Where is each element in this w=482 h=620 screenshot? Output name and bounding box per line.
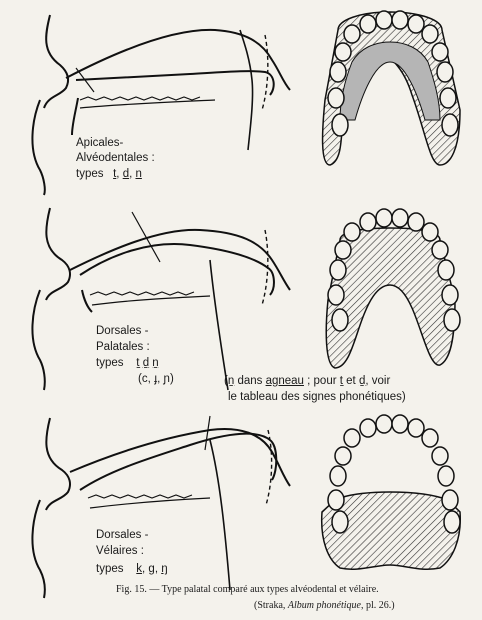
note-text: et <box>343 375 359 387</box>
type-symbol: d <box>123 168 129 180</box>
velaires-subtitle: Vélaires : <box>96 544 144 559</box>
velaires-title: Dorsales - <box>96 528 148 543</box>
palatales-note-line2: le tableau des signes phonétiques) <box>228 390 406 405</box>
note-text: dans <box>234 375 265 387</box>
palatales-title: Dorsales - <box>96 324 148 339</box>
type-symbol: t <box>113 168 116 180</box>
apicales-title: Apicales- <box>76 136 123 151</box>
source-text: , pl. 26.) <box>361 600 395 611</box>
type-symbol: n̠ <box>152 357 158 369</box>
sagittal-profile-apicales <box>32 15 290 195</box>
source-title: Album phonétique <box>288 600 361 611</box>
note-text: , voir <box>365 375 390 387</box>
palatogram-velaires <box>322 415 461 569</box>
apicales-subtitle: Alvéodentales : <box>76 151 155 166</box>
palatogram-palatales <box>326 209 460 368</box>
type-symbol: t̠ <box>136 357 139 369</box>
type-symbol: d̠ <box>143 357 149 369</box>
source-text: (Straka, <box>254 600 288 611</box>
palatales-subtitle: Palatales : <box>96 340 150 355</box>
sagittal-profile-palatales <box>32 208 290 390</box>
figure-caption: Fig. 15. — Type palatal comparé aux type… <box>116 584 379 595</box>
type-symbol: g <box>148 563 154 575</box>
velaires-types: types k, g, ŋ <box>96 562 168 577</box>
type-symbol: k <box>136 563 142 575</box>
figure-source: (Straka, Album phonétique, pl. 26.) <box>254 600 395 611</box>
types-word: types <box>96 357 124 369</box>
type-symbol: ŋ <box>161 563 167 575</box>
note-text: ; pour <box>304 375 340 387</box>
palatogram-apicales <box>323 11 460 165</box>
type-symbol: n <box>135 168 141 180</box>
palatales-types: types t̠ d̠ n̠ <box>96 356 159 371</box>
types-word: types <box>76 168 104 180</box>
types-word: types <box>96 563 124 575</box>
note-word: agneau <box>266 375 304 387</box>
apicales-types: types t, d, n <box>76 167 142 182</box>
palatales-note-line1: (n̠ dans agneau ; pour t̠ et d̠, voir <box>224 374 390 389</box>
palatales-types-alt: (c, ɟ, ɲ) <box>138 372 174 387</box>
